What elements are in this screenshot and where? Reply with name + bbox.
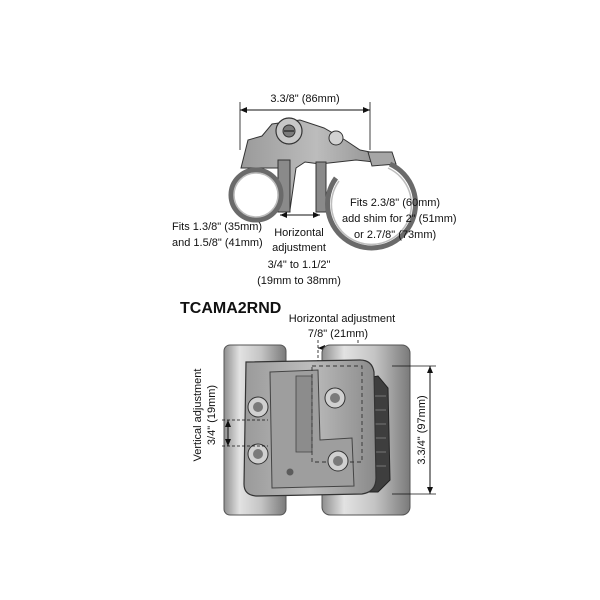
bolt-upper-right (324, 387, 346, 409)
large-tube-ring-inner (330, 167, 413, 246)
top-horizontal-adjustment-label-1: Horizontal (274, 227, 324, 239)
height-dimension-label: 3.3/4" (97mm) (416, 395, 428, 464)
vertical-adjustment-label-2: 3/4" (19mm) (206, 385, 218, 445)
right-fit-label-1: Fits 2.3/8" (60mm) (350, 197, 440, 209)
right-fit-label-3: or 2.7/8" (73mm) (354, 229, 436, 241)
top-view: 3.3/8" (86mm) Horizontal adjustment 3/4"… (172, 93, 457, 287)
small-tube-ring (228, 167, 284, 223)
small-screw (286, 468, 294, 476)
bolt-lower-right (327, 450, 349, 472)
large-tube-ring (325, 161, 419, 251)
top-horizontal-adjustment-label-3: 3/4" to 1.1/2" (268, 259, 331, 271)
left-fit-label-2: and 1.5/8" (41mm) (172, 237, 263, 249)
small-tube-ring-inner (233, 172, 279, 218)
right-fit-label-2: add shim for 2" (51mm) (342, 213, 457, 225)
front-view: Horizontal adjustment 7/8" (21mm) (192, 313, 436, 516)
top-bracket-tab (367, 151, 397, 167)
top-horizontal-adjustment-label-2: adjustment (272, 242, 326, 254)
bolt-lower-left (247, 443, 269, 465)
top-horizontal-adjustment-label-4: (19mm to 38mm) (257, 275, 341, 287)
front-horizontal-adjustment-label-1: Horizontal adjustment (289, 313, 395, 325)
bolt-upper-left (247, 396, 269, 418)
width-dimension-label: 3.3/8" (86mm) (270, 93, 339, 105)
front-horizontal-adjustment-label-2: 7/8" (21mm) (308, 328, 368, 340)
model-name: TCAMA2RND (180, 300, 281, 317)
top-screw-head (328, 130, 344, 146)
front-plate-channel (295, 375, 313, 453)
top-bracket-right-leg (315, 161, 327, 213)
vertical-adjustment-label-1: Vertical adjustment (192, 369, 204, 462)
left-fit-label-1: Fits 1.3/8" (35mm) (172, 221, 262, 233)
